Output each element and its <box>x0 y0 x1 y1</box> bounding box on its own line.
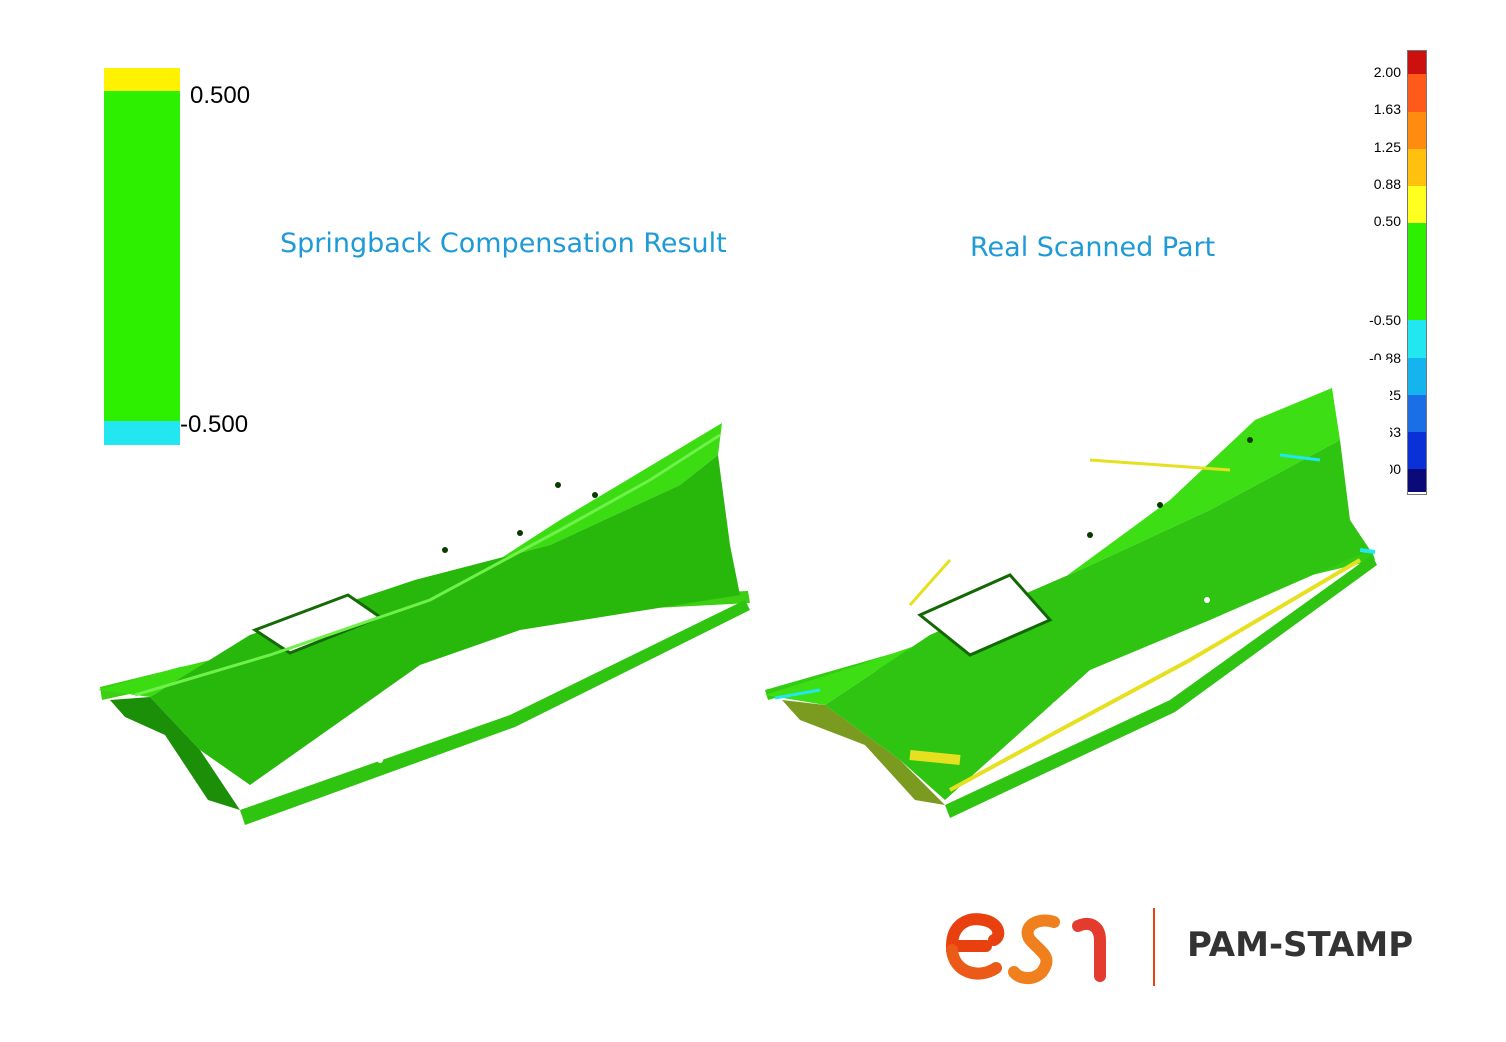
part-hole <box>1087 532 1093 538</box>
part-hole <box>442 547 448 553</box>
legend-tick-label: 1.25 <box>1373 139 1401 155</box>
brand-divider <box>1153 908 1155 986</box>
legend-band-below <box>104 421 180 445</box>
part-hole <box>1157 502 1163 508</box>
compensated-part-render <box>98 423 750 825</box>
legend-tick-label: 1.63 <box>1373 101 1401 117</box>
legend-band-above <box>104 68 180 91</box>
legend-band <box>1408 358 1426 395</box>
part-front-flange <box>240 600 750 825</box>
part-side-wall <box>150 455 740 785</box>
legend-band <box>1408 469 1426 492</box>
legend-band <box>1408 51 1426 74</box>
part-hole <box>1204 597 1210 603</box>
legend-tick-label: 0.50 <box>1373 213 1401 229</box>
esi-logo <box>944 906 1124 986</box>
legend-band <box>1408 432 1426 469</box>
part-hole <box>377 757 383 763</box>
legend-tick-label: 2.00 <box>1373 64 1401 80</box>
right-color-legend <box>1407 50 1427 495</box>
legend-band-within <box>104 91 180 421</box>
part-ridge-line <box>134 433 721 697</box>
scanned-part-render <box>760 360 1390 840</box>
part-front-flange <box>945 555 1377 818</box>
product-name: PAM-STAMP <box>1187 925 1414 965</box>
part-hole <box>555 482 561 488</box>
legend-band <box>1408 186 1426 223</box>
deviation-streak <box>949 558 1362 792</box>
legend-band <box>1408 112 1426 149</box>
deviation-streak <box>908 559 952 606</box>
legend-tick-label: 0.88 <box>1373 176 1401 192</box>
legend-band <box>1408 149 1426 186</box>
legend-tick-label: -0.50 <box>1369 312 1401 328</box>
part-hole <box>1247 437 1253 443</box>
deviation-streak <box>1359 548 1376 554</box>
legend-band <box>1408 74 1426 112</box>
part-hole <box>482 712 488 718</box>
legend-lower-label: -0.500 <box>180 411 249 438</box>
legend-band <box>1408 395 1426 432</box>
legend-band <box>1408 223 1426 320</box>
part-hole <box>1052 702 1058 708</box>
left-color-legend <box>104 68 180 445</box>
legend-band <box>1408 320 1426 358</box>
deviation-streak <box>774 688 821 700</box>
part-side-wall <box>825 440 1370 800</box>
part-hole <box>592 492 598 498</box>
left-panel-title: Springback Compensation Result <box>280 228 727 259</box>
part-end-opening <box>782 700 945 805</box>
deviation-streak <box>1279 453 1321 462</box>
deviation-streak <box>1089 458 1231 472</box>
legend-upper-label: 0.500 <box>190 82 251 109</box>
esi-logo-graphic <box>945 913 1106 984</box>
part-hole <box>517 530 523 536</box>
part-top-surface <box>765 388 1340 705</box>
part-hole <box>560 629 566 635</box>
part-window-cutout <box>917 573 1053 657</box>
part-end-opening <box>110 697 240 810</box>
deviation-streak <box>909 750 961 765</box>
right-panel-title: Real Scanned Part <box>970 232 1216 263</box>
